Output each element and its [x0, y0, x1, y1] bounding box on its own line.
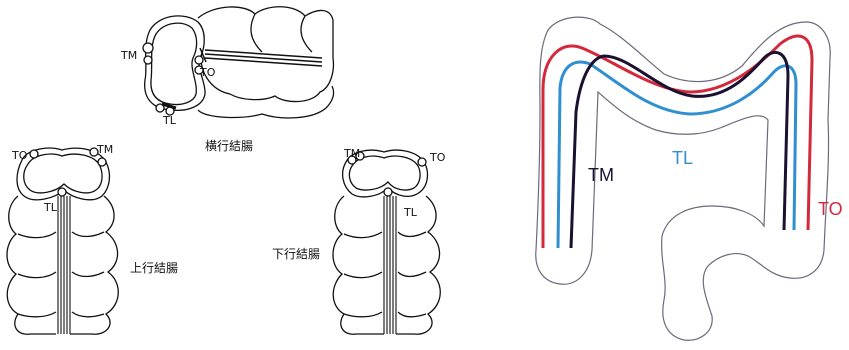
taenia-to-line — [543, 36, 812, 248]
descending-caption: 下行結腸 — [272, 247, 320, 261]
ascending-tl-label: TL — [43, 201, 58, 214]
to-label: TO — [818, 199, 843, 219]
ascending-to-label: TO — [11, 149, 28, 162]
transverse-tm-label: TM — [120, 49, 137, 62]
transverse-colon-drawing — [143, 7, 334, 118]
descending-to-label: TO — [429, 151, 446, 164]
ascending-tm-label: TM — [96, 143, 113, 156]
transverse-tl-label: TL — [162, 114, 177, 127]
descending-colon-drawing — [333, 150, 440, 334]
ascending-caption: 上行結腸 — [130, 261, 178, 275]
tm-label: TM — [588, 165, 614, 185]
descending-tl-label: TL — [403, 206, 418, 219]
transverse-caption: 横行結腸 — [205, 139, 253, 153]
ascending-colon-drawing — [7, 148, 118, 334]
transverse-to-label: TO — [199, 66, 216, 79]
descending-tm-label: TM — [343, 147, 360, 160]
tl-label: TL — [672, 148, 693, 168]
